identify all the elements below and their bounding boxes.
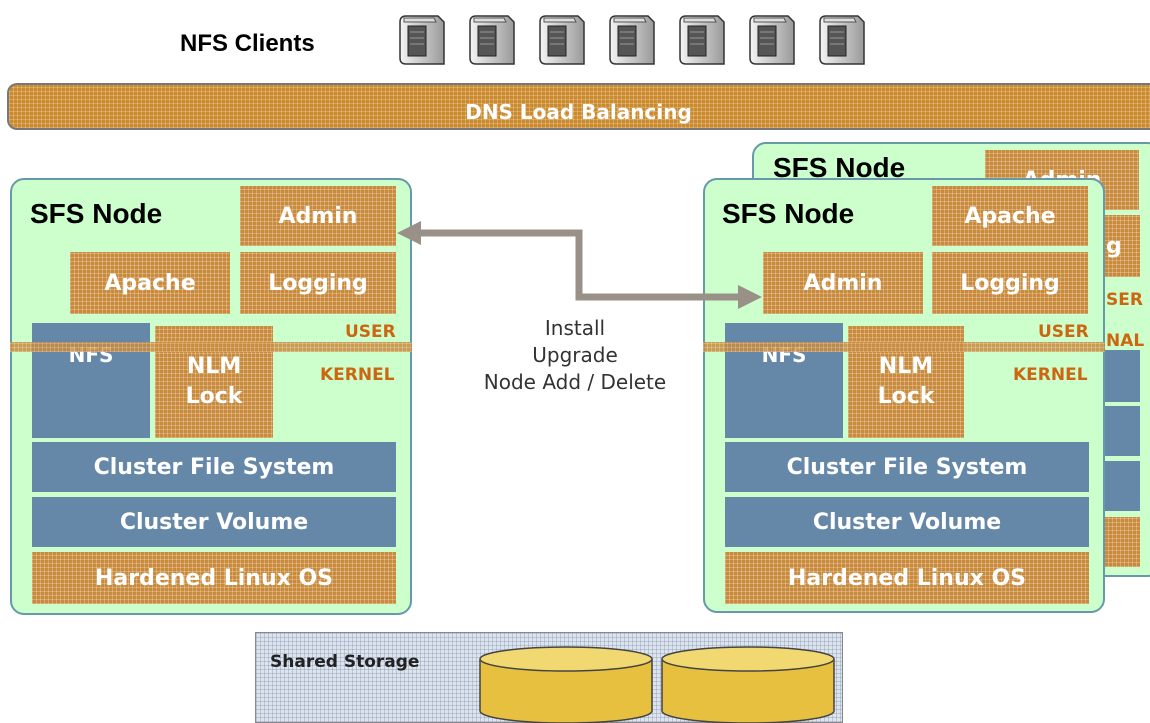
shared-storage-label: Shared Storage — [270, 652, 420, 672]
right-cvm-block: Cluster Volume — [725, 497, 1089, 547]
operation-install: Install — [544, 316, 606, 340]
operation-node-add-delete: Node Add / Delete — [483, 370, 667, 394]
right-os-block: Hardened Linux OS — [725, 552, 1089, 604]
sfs-node-left-title: SFS Node — [30, 198, 163, 229]
storage-disks — [479, 646, 835, 723]
left-os-block: Hardened Linux OS — [32, 552, 396, 604]
operations-text: Install Upgrade Node Add / Delete — [420, 315, 730, 396]
dns-load-balancing-label: DNS Load Balancing — [465, 100, 692, 124]
right-admin-block: Admin — [763, 252, 923, 314]
server-icon — [469, 15, 515, 65]
right-logging-label: Logging — [960, 270, 1060, 296]
disk-icon — [479, 646, 653, 723]
left-cvm-label: Cluster Volume — [119, 509, 309, 535]
client-servers — [398, 12, 878, 70]
client-servers-svg — [399, 15, 865, 65]
right-lock-label: Lock — [877, 384, 935, 409]
right-cvm-label: Cluster Volume — [812, 509, 1002, 535]
nfs-clients-title: NFS Clients — [180, 30, 315, 57]
right-user-label: USER — [1038, 322, 1089, 342]
back-blue-block-2 — [1100, 406, 1140, 456]
right-logging-block: Logging — [932, 252, 1088, 314]
operation-upgrade: Upgrade — [532, 343, 618, 367]
server-icon — [819, 15, 865, 65]
right-apache-label: Apache — [964, 203, 1056, 229]
server-icon — [609, 15, 655, 65]
right-nlm-label: NLM — [878, 354, 934, 379]
server-icon — [399, 15, 445, 65]
server-icon — [679, 15, 725, 65]
back-blue-block-1 — [1100, 350, 1140, 402]
server-icon — [749, 15, 795, 65]
right-os-label: Hardened Linux OS — [787, 565, 1027, 591]
back-logging-block: g — [1100, 215, 1140, 277]
back-os-block — [1100, 517, 1140, 567]
right-admin-label: Admin — [803, 270, 883, 296]
right-cfs-block: Cluster File System — [725, 442, 1089, 492]
left-user-kernel-divider — [10, 342, 412, 352]
right-kernel-label: KERNEL — [1013, 365, 1088, 385]
left-admin-label: Admin — [278, 203, 358, 229]
back-kernel-label: NAL — [1106, 331, 1145, 351]
left-apache-label: Apache — [104, 270, 196, 296]
right-user-kernel-divider — [703, 342, 1105, 352]
left-cfs-block: Cluster File System — [32, 442, 396, 492]
disk-icon — [661, 646, 835, 723]
sfs-node-back-title: SFS Node — [773, 152, 906, 183]
left-cfs-label: Cluster File System — [93, 454, 335, 480]
back-user-label: SER — [1106, 290, 1143, 310]
dns-load-balancing-band — [7, 83, 1150, 130]
left-lock-label: Lock — [185, 384, 243, 409]
left-user-label: USER — [345, 322, 396, 342]
right-cfs-label: Cluster File System — [786, 454, 1028, 480]
sfs-node-right-title: SFS Node — [722, 198, 855, 229]
back-blue-block-3 — [1100, 461, 1140, 511]
back-logging-label: g — [1106, 233, 1122, 259]
left-nlm-label: NLM — [186, 354, 242, 379]
left-logging-label: Logging — [268, 270, 368, 296]
left-admin-block: Admin — [240, 186, 396, 246]
left-cvm-block: Cluster Volume — [32, 497, 396, 547]
left-logging-block: Logging — [240, 252, 396, 314]
right-apache-block: Apache — [932, 186, 1088, 246]
server-icon — [539, 15, 585, 65]
left-apache-block: Apache — [70, 252, 230, 314]
left-kernel-label: KERNEL — [320, 365, 395, 385]
left-os-label: Hardened Linux OS — [94, 565, 334, 591]
